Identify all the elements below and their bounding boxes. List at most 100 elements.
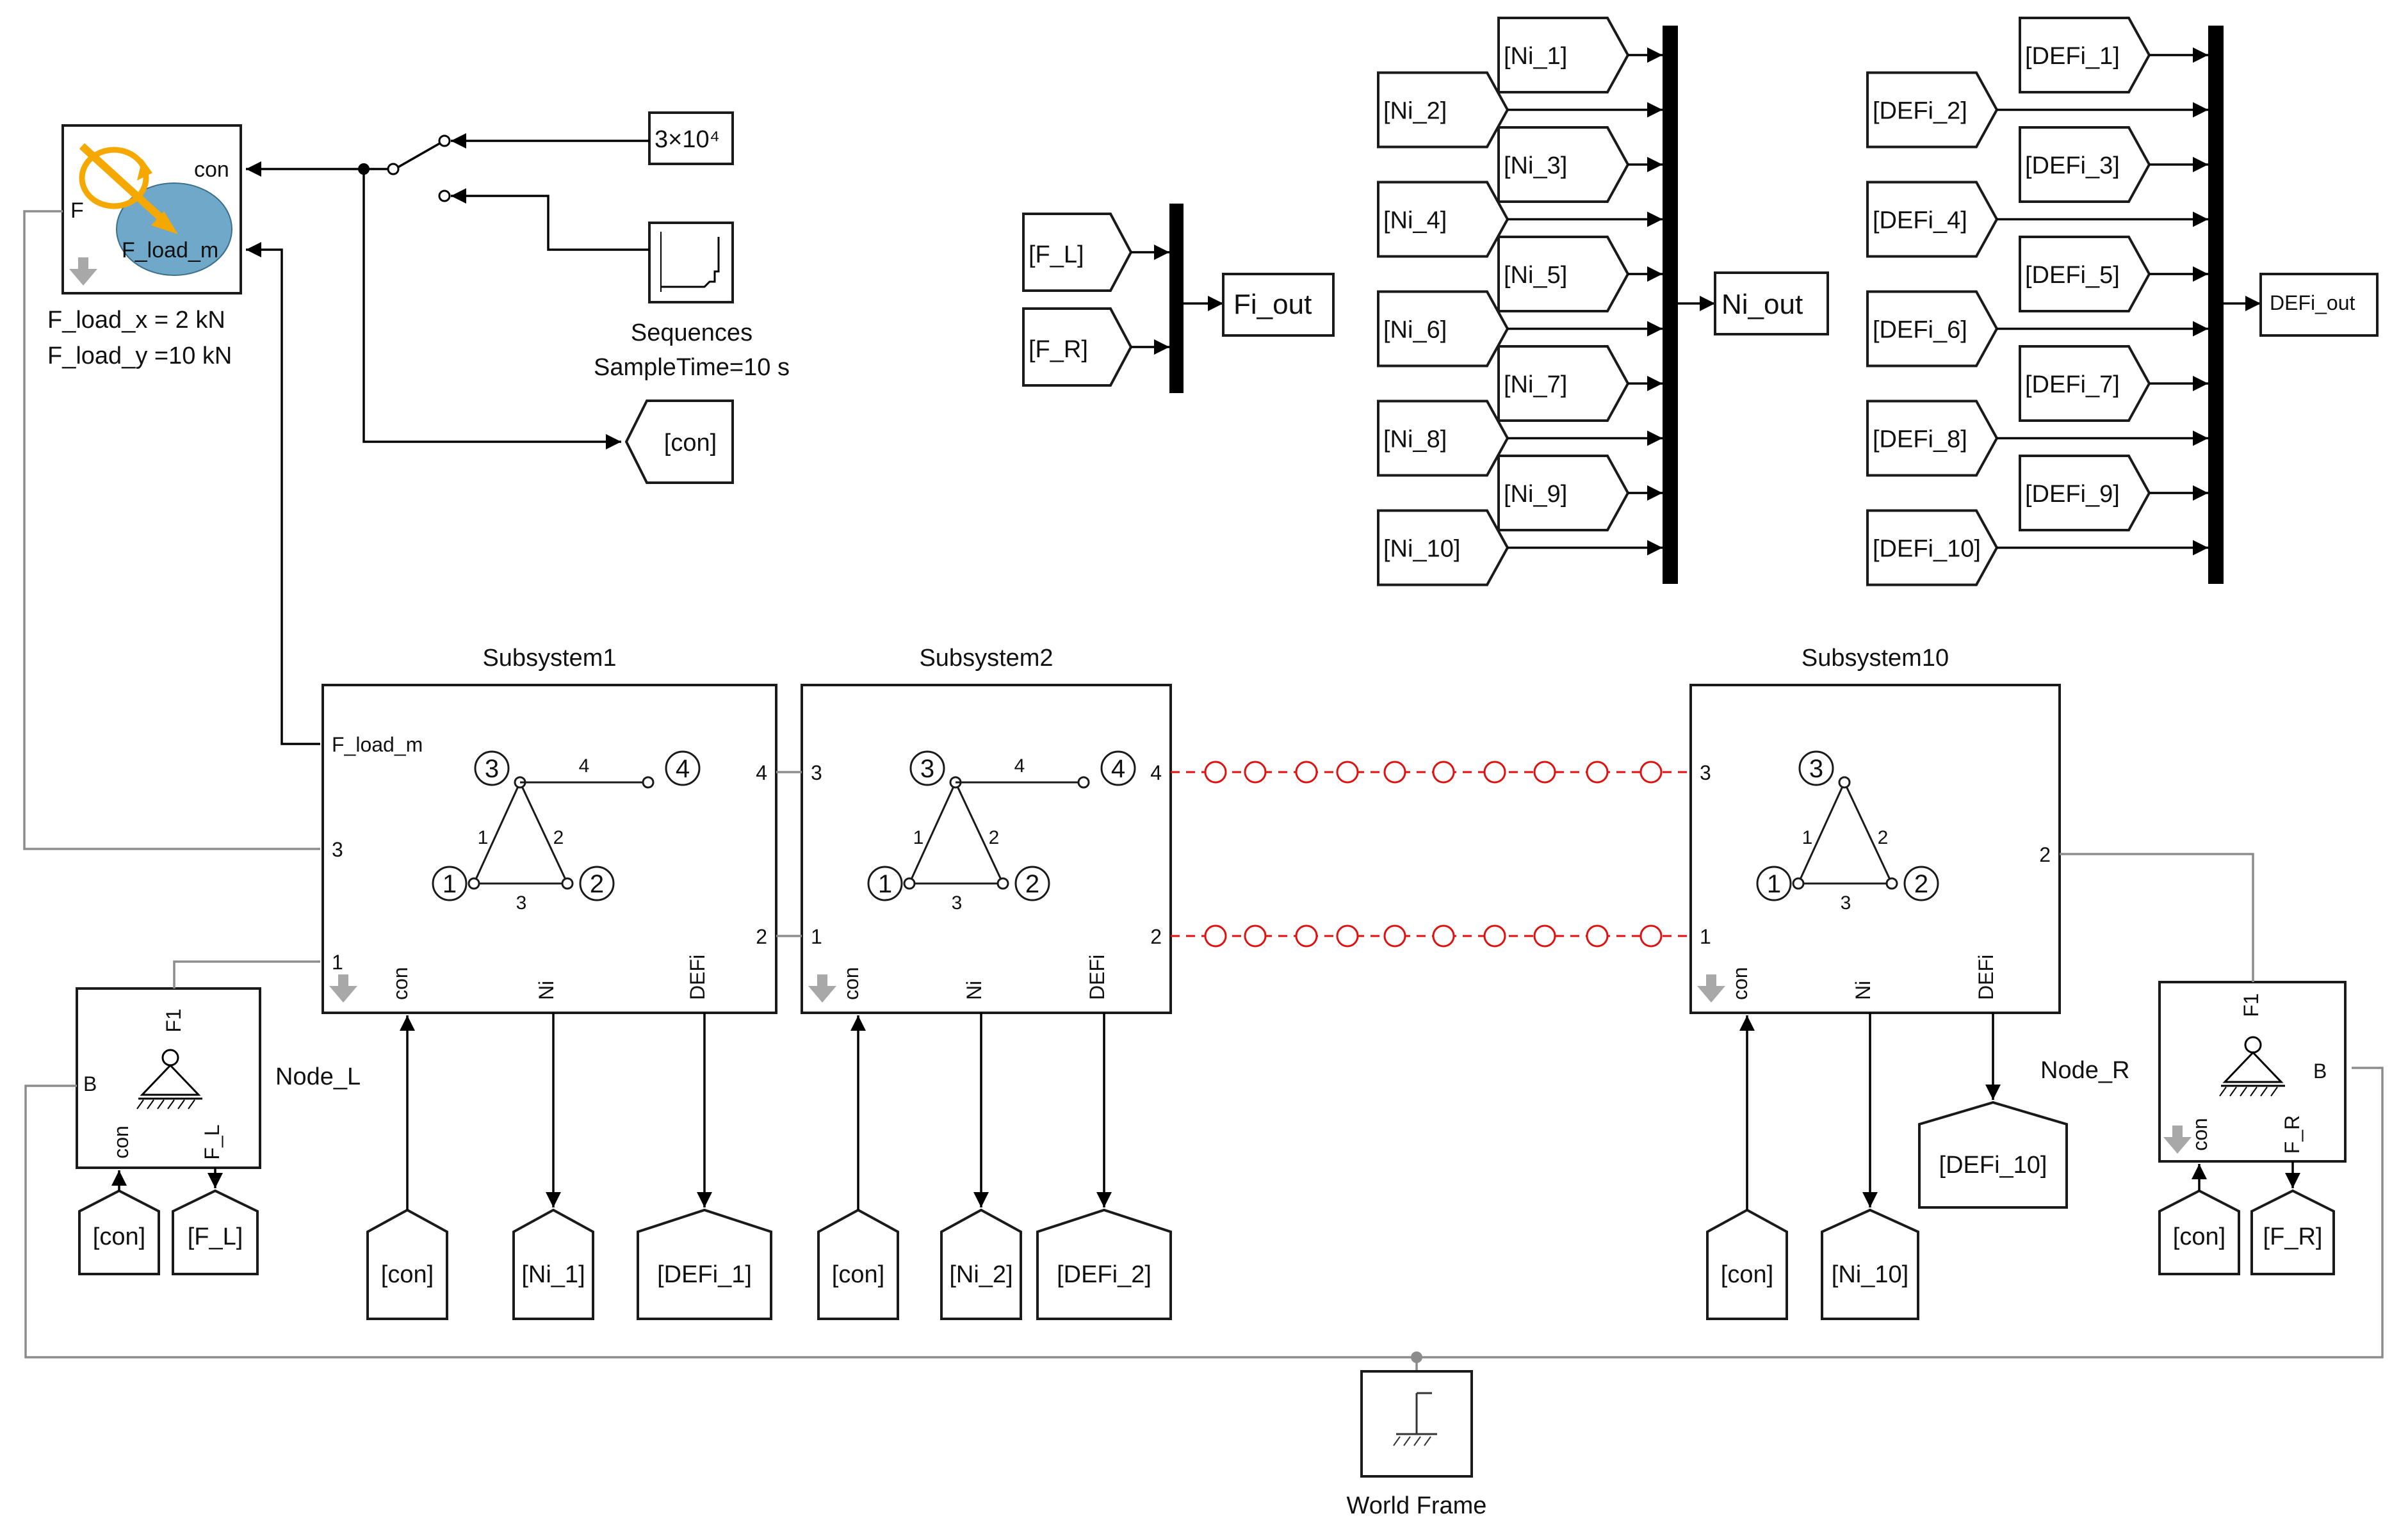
from-F_L-block[interactable]: [F_L] bbox=[1022, 213, 1133, 292]
subsystem-title: Subsystem10 bbox=[1802, 645, 1949, 672]
truss-node-label: 1 bbox=[1767, 870, 1781, 898]
constant-block[interactable]: 3×10⁴ bbox=[648, 111, 734, 165]
defi-from-label: [DEFi_6] bbox=[1873, 317, 1967, 344]
node-l-port-con: con bbox=[110, 1126, 133, 1159]
truss-edge-label: 1 bbox=[913, 827, 924, 848]
ground-icon bbox=[1393, 1392, 1437, 1446]
goto-F_L-block[interactable]: [F_L] bbox=[172, 1189, 259, 1275]
world-frame-block[interactable] bbox=[1360, 1370, 1473, 1478]
goto-tag-block[interactable]: [DEFi_1] bbox=[637, 1208, 772, 1320]
truss-edge-label: 1 bbox=[1802, 827, 1813, 848]
defi-from-label: [DEFi_4] bbox=[1873, 207, 1967, 234]
ni-from-7[interactable]: [Ni_7] bbox=[1497, 345, 1630, 422]
defi-mux-group: [DEFi_1] [DEFi_2] [DEFi_3] [DEFi_4] [DEFi_5]… bbox=[1866, 17, 2379, 586]
defi-from-label: [DEFi_7] bbox=[2025, 371, 2120, 398]
goto-tag-block[interactable]: [Ni_2] bbox=[940, 1208, 1022, 1320]
sequences-block[interactable] bbox=[648, 222, 734, 303]
ni-from-8[interactable]: [Ni_8] bbox=[1377, 399, 1509, 477]
constant-value: 3×10⁴ bbox=[655, 126, 720, 153]
truss-node-label: 2 bbox=[1914, 870, 1928, 898]
truss-node-label: 3 bbox=[1809, 755, 1823, 783]
ni-from-9[interactable]: [Ni_9] bbox=[1497, 455, 1630, 531]
subsystem-left-port: 1 bbox=[332, 951, 343, 974]
subsystem-bottom-port: Ni bbox=[535, 981, 558, 1000]
from-tag-block[interactable]: [con] bbox=[817, 1208, 899, 1320]
subsystem-left-port: F_load_m bbox=[332, 733, 423, 756]
defi-from-9[interactable]: [DEFi_9] bbox=[2019, 455, 2151, 531]
block-shadow-icon bbox=[69, 257, 97, 286]
defi-from-label: [DEFi_1] bbox=[2025, 43, 2120, 70]
node-r-port-con: con bbox=[2188, 1118, 2211, 1151]
defi-from-label: [DEFi_2] bbox=[1873, 98, 1967, 125]
fi-mux-bar[interactable] bbox=[1169, 204, 1184, 393]
defi-from-label: [DEFi_8] bbox=[1873, 426, 1967, 453]
truss-edge-label: 1 bbox=[478, 827, 489, 848]
from-con-node-r-label: [con] bbox=[2173, 1223, 2225, 1250]
truss-edge-label: 4 bbox=[1014, 755, 1025, 777]
defi-from-10[interactable]: [DEFi_10] bbox=[1866, 509, 1999, 586]
subsystem-right-port: 2 bbox=[756, 925, 767, 948]
ni-from-5[interactable]: [Ni_5] bbox=[1497, 236, 1630, 312]
tag-label: [DEFi_10] bbox=[1939, 1152, 2047, 1179]
node-r-block[interactable]: F1 B con F_R bbox=[2158, 981, 2347, 1163]
defi-from-4[interactable]: [DEFi_4] bbox=[1866, 181, 1999, 258]
goto-F_R-label: [F_R] bbox=[2263, 1223, 2323, 1250]
ni-mux-bar[interactable] bbox=[1663, 26, 1678, 584]
pin-support-icon bbox=[2219, 1036, 2285, 1097]
goto-F_R-block[interactable]: [F_R] bbox=[2250, 1189, 2335, 1275]
tag-label: [Ni_2] bbox=[949, 1261, 1013, 1288]
defi-from-5[interactable]: [DEFi_5] bbox=[2019, 236, 2151, 312]
ni-from-label: [Ni_10] bbox=[1383, 536, 1460, 563]
node-l-block[interactable]: F1 B con F_L bbox=[76, 987, 261, 1169]
goto-tag-block[interactable]: [Ni_10] bbox=[1821, 1208, 1919, 1320]
defi-from-6[interactable]: [DEFi_6] bbox=[1866, 290, 1999, 367]
ni-from-4[interactable]: [Ni_4] bbox=[1377, 181, 1509, 258]
node-l-port-F1: F1 bbox=[162, 1008, 185, 1032]
goto-con-block[interactable]: [con] bbox=[624, 399, 734, 484]
subsystem-right-port: 4 bbox=[756, 761, 767, 784]
from-con-node-l[interactable]: [con] bbox=[78, 1189, 160, 1275]
subsystem-left-port: 3 bbox=[1700, 761, 1711, 784]
ni-from-label: [Ni_1] bbox=[1504, 43, 1567, 70]
from-con-node-r[interactable]: [con] bbox=[2158, 1189, 2240, 1275]
switch-block[interactable] bbox=[387, 134, 451, 202]
ni-from-1[interactable]: [Ni_1] bbox=[1497, 17, 1630, 93]
block-shadow-icon bbox=[1697, 974, 1725, 1003]
ni-from-10[interactable]: [Ni_10] bbox=[1377, 509, 1509, 586]
defi-from-1[interactable]: [DEFi_1] bbox=[2019, 17, 2151, 93]
defi-out-block[interactable]: DEFi_out bbox=[2259, 273, 2379, 337]
goto-tag-block[interactable]: [Ni_1] bbox=[512, 1208, 594, 1320]
subsystem-bottom-port: con bbox=[1729, 967, 1752, 1000]
node-r-name: Node_R bbox=[2040, 1057, 2129, 1084]
block-shadow-icon bbox=[2163, 1126, 2192, 1154]
from-tag-block[interactable]: [con] bbox=[1706, 1208, 1788, 1320]
ni-from-2[interactable]: [Ni_2] bbox=[1377, 71, 1509, 149]
ni-from-label: [Ni_9] bbox=[1504, 481, 1567, 508]
goto-tag-block[interactable]: [DEFi_10] bbox=[1918, 1101, 2068, 1209]
ni-out-label: Ni_out bbox=[1721, 289, 1803, 320]
defi-from-3[interactable]: [DEFi_3] bbox=[2019, 126, 2151, 203]
subsystem-bottom-port: DEFi bbox=[686, 955, 709, 1000]
from-tag-block[interactable]: [con] bbox=[366, 1208, 448, 1320]
fi-out-block[interactable]: Fi_out bbox=[1222, 273, 1335, 337]
block-shadow-icon bbox=[329, 974, 357, 1003]
ni-from-label: [Ni_5] bbox=[1504, 262, 1567, 289]
load-block[interactable]: con F F_load_m bbox=[61, 124, 242, 295]
defi-mux-bar[interactable] bbox=[2208, 26, 2224, 584]
goto-tag-block[interactable]: [DEFi_2] bbox=[1036, 1208, 1172, 1320]
defi-from-2[interactable]: [DEFi_2] bbox=[1866, 71, 1999, 149]
truss-node-label: 1 bbox=[443, 870, 457, 898]
ni-out-block[interactable]: Ni_out bbox=[1714, 271, 1829, 335]
defi-from-8[interactable]: [DEFi_8] bbox=[1866, 399, 1999, 477]
ni-from-3[interactable]: [Ni_3] bbox=[1497, 126, 1630, 203]
from-F_R-block[interactable]: [F_R] bbox=[1022, 307, 1133, 387]
defi-from-7[interactable]: [DEFi_7] bbox=[2019, 345, 2151, 422]
subsystem-right-port: 4 bbox=[1150, 761, 1162, 784]
tag-label: [DEFi_1] bbox=[657, 1261, 752, 1288]
ni-from-6[interactable]: [Ni_6] bbox=[1377, 290, 1509, 367]
load-port-con: con bbox=[194, 157, 229, 182]
